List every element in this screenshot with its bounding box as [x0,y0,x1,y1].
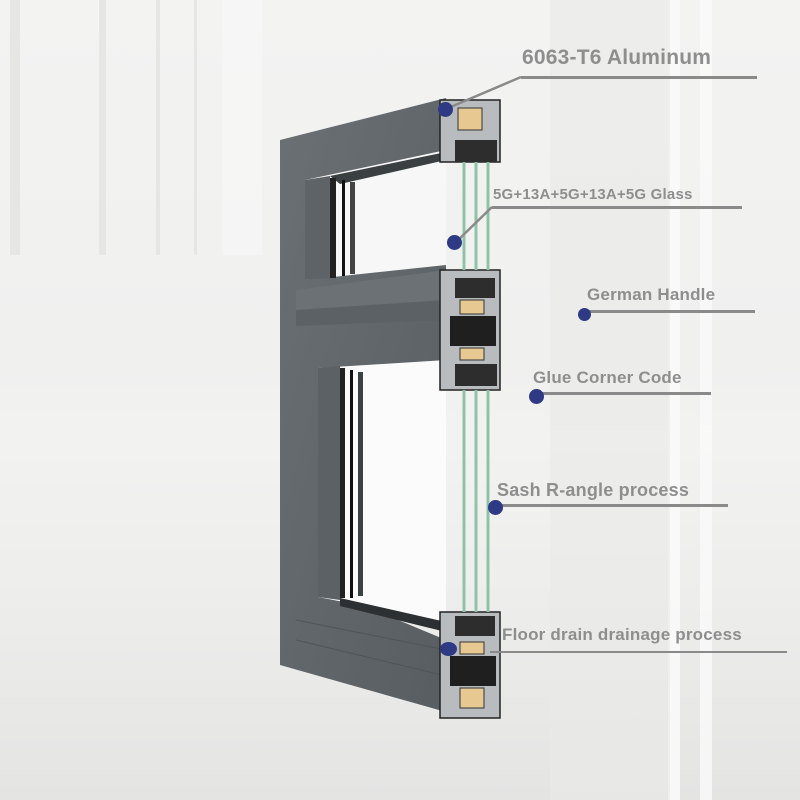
frame-face [280,98,447,712]
leader-line [535,392,711,395]
callout-label: Sash R-angle process [497,480,690,500]
background-pillar [10,0,20,255]
callout-dot [578,308,591,321]
leader-line [521,76,757,79]
background-pillar [99,0,106,255]
callout-label: 6063-T6 Aluminum [522,46,712,69]
profile-cross-sections [439,99,501,719]
callout-dot [440,642,457,656]
background-panel [550,0,670,800]
background-pillar [222,0,262,255]
callout-dot [529,389,544,404]
background-pillar [194,0,197,255]
callout-label: Glue Corner Code [533,368,682,387]
leader-line [490,651,787,653]
background-pillar [156,0,160,255]
leader-line [492,206,742,209]
callout-label: Floor drain drainage process [502,625,742,644]
callout-label: 5G+13A+5G+13A+5G Glass [493,186,693,203]
callout-label: German Handle [587,285,716,304]
leader-line [585,310,755,313]
callout-dot [488,500,503,515]
callout-dot [438,102,453,117]
callout-dot [447,235,462,250]
background-light-strip [668,0,680,800]
background-light-strip [700,0,712,800]
leader-line [495,504,728,507]
glass-panes [462,162,490,612]
